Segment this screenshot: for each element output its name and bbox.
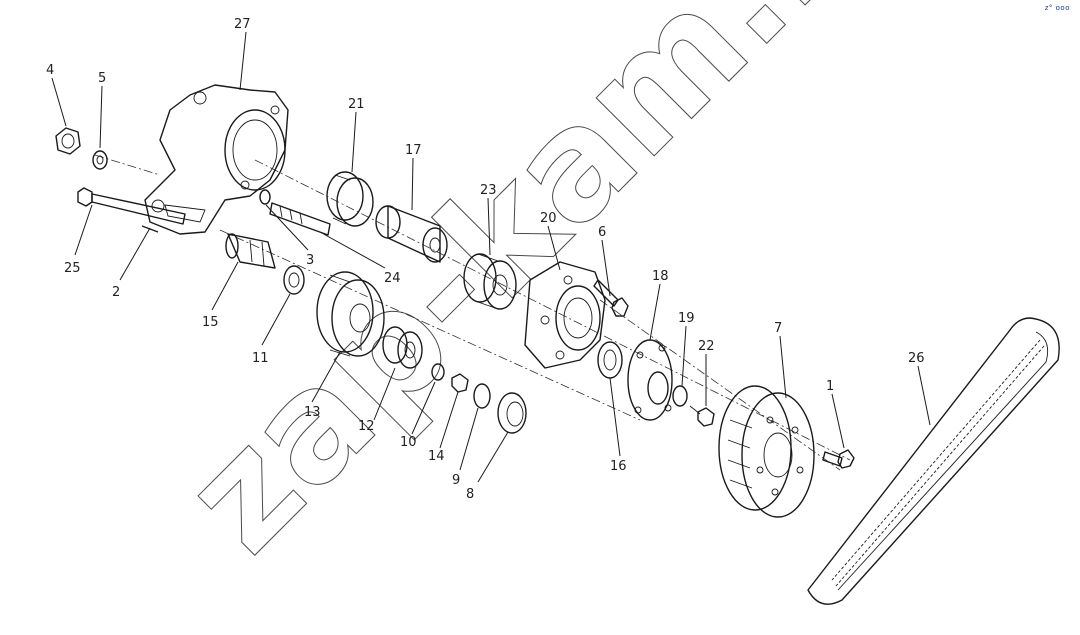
callout-9: 9	[452, 473, 460, 488]
part-seal	[597, 341, 623, 379]
callout-11: 11	[252, 351, 269, 366]
part-sleeve	[375, 205, 448, 263]
part-spring-washer	[259, 189, 271, 205]
part-poly-v-belt	[807, 317, 1060, 605]
part-o-ring	[473, 383, 491, 409]
part-flange	[627, 339, 673, 421]
axis-lines	[94, 154, 851, 471]
part-axle	[225, 233, 276, 269]
callout-15: 15	[202, 315, 219, 330]
callout-8: 8	[466, 487, 474, 502]
watermark-text: zap-kam.ru	[152, 0, 949, 585]
part-long-bolt	[77, 187, 186, 225]
callout-4: 4	[46, 63, 54, 78]
part-small-washer	[431, 363, 445, 381]
part-idler-pulley	[316, 271, 385, 357]
callout-5: 5	[98, 71, 106, 86]
part-bracket-housing	[144, 84, 289, 235]
callout-27: 27	[234, 17, 251, 32]
part-dust-cover	[497, 392, 527, 434]
callout-10: 10	[400, 435, 417, 450]
callout-23: 23	[480, 183, 497, 198]
part-bolt-1	[822, 449, 855, 469]
part-bolt-short	[451, 373, 469, 393]
part-washer	[92, 150, 108, 170]
callout-12: 12	[358, 419, 375, 434]
part-ring	[326, 171, 374, 227]
part-bolt-22	[689, 405, 715, 427]
corner-logo: z° ooo	[1044, 4, 1070, 12]
callout-7: 7	[774, 321, 782, 336]
callout-19: 19	[678, 311, 695, 326]
callout-18: 18	[652, 269, 669, 284]
callout-25: 25	[64, 261, 81, 276]
part-hub-housing	[524, 261, 606, 369]
callout-3: 3	[306, 253, 314, 268]
callout-6: 6	[598, 225, 606, 240]
part-drive-pulley	[718, 385, 815, 518]
watermark: zap-kam.ru	[152, 0, 950, 586]
callout-1: 1	[826, 379, 834, 394]
leader-lines	[51, 31, 931, 483]
callout-labels: 4 5 27 25 2 3 24 15 11 21 17 23 13 12 10…	[46, 17, 925, 502]
callout-17: 17	[405, 143, 422, 158]
part-nut	[55, 127, 81, 155]
callout-13: 13	[304, 405, 321, 420]
callout-21: 21	[348, 97, 365, 112]
part-bearing-small	[382, 326, 423, 369]
callout-16: 16	[610, 459, 627, 474]
part-bearing-large	[463, 253, 517, 310]
callout-24: 24	[384, 271, 401, 286]
callout-26: 26	[908, 351, 925, 366]
callout-2: 2	[112, 285, 120, 300]
callout-20: 20	[540, 211, 557, 226]
callout-22: 22	[698, 339, 715, 354]
part-washer-19	[672, 385, 688, 407]
part-thrust-washer	[283, 265, 305, 295]
callout-14: 14	[428, 449, 445, 464]
part-bolt-6	[593, 279, 629, 317]
